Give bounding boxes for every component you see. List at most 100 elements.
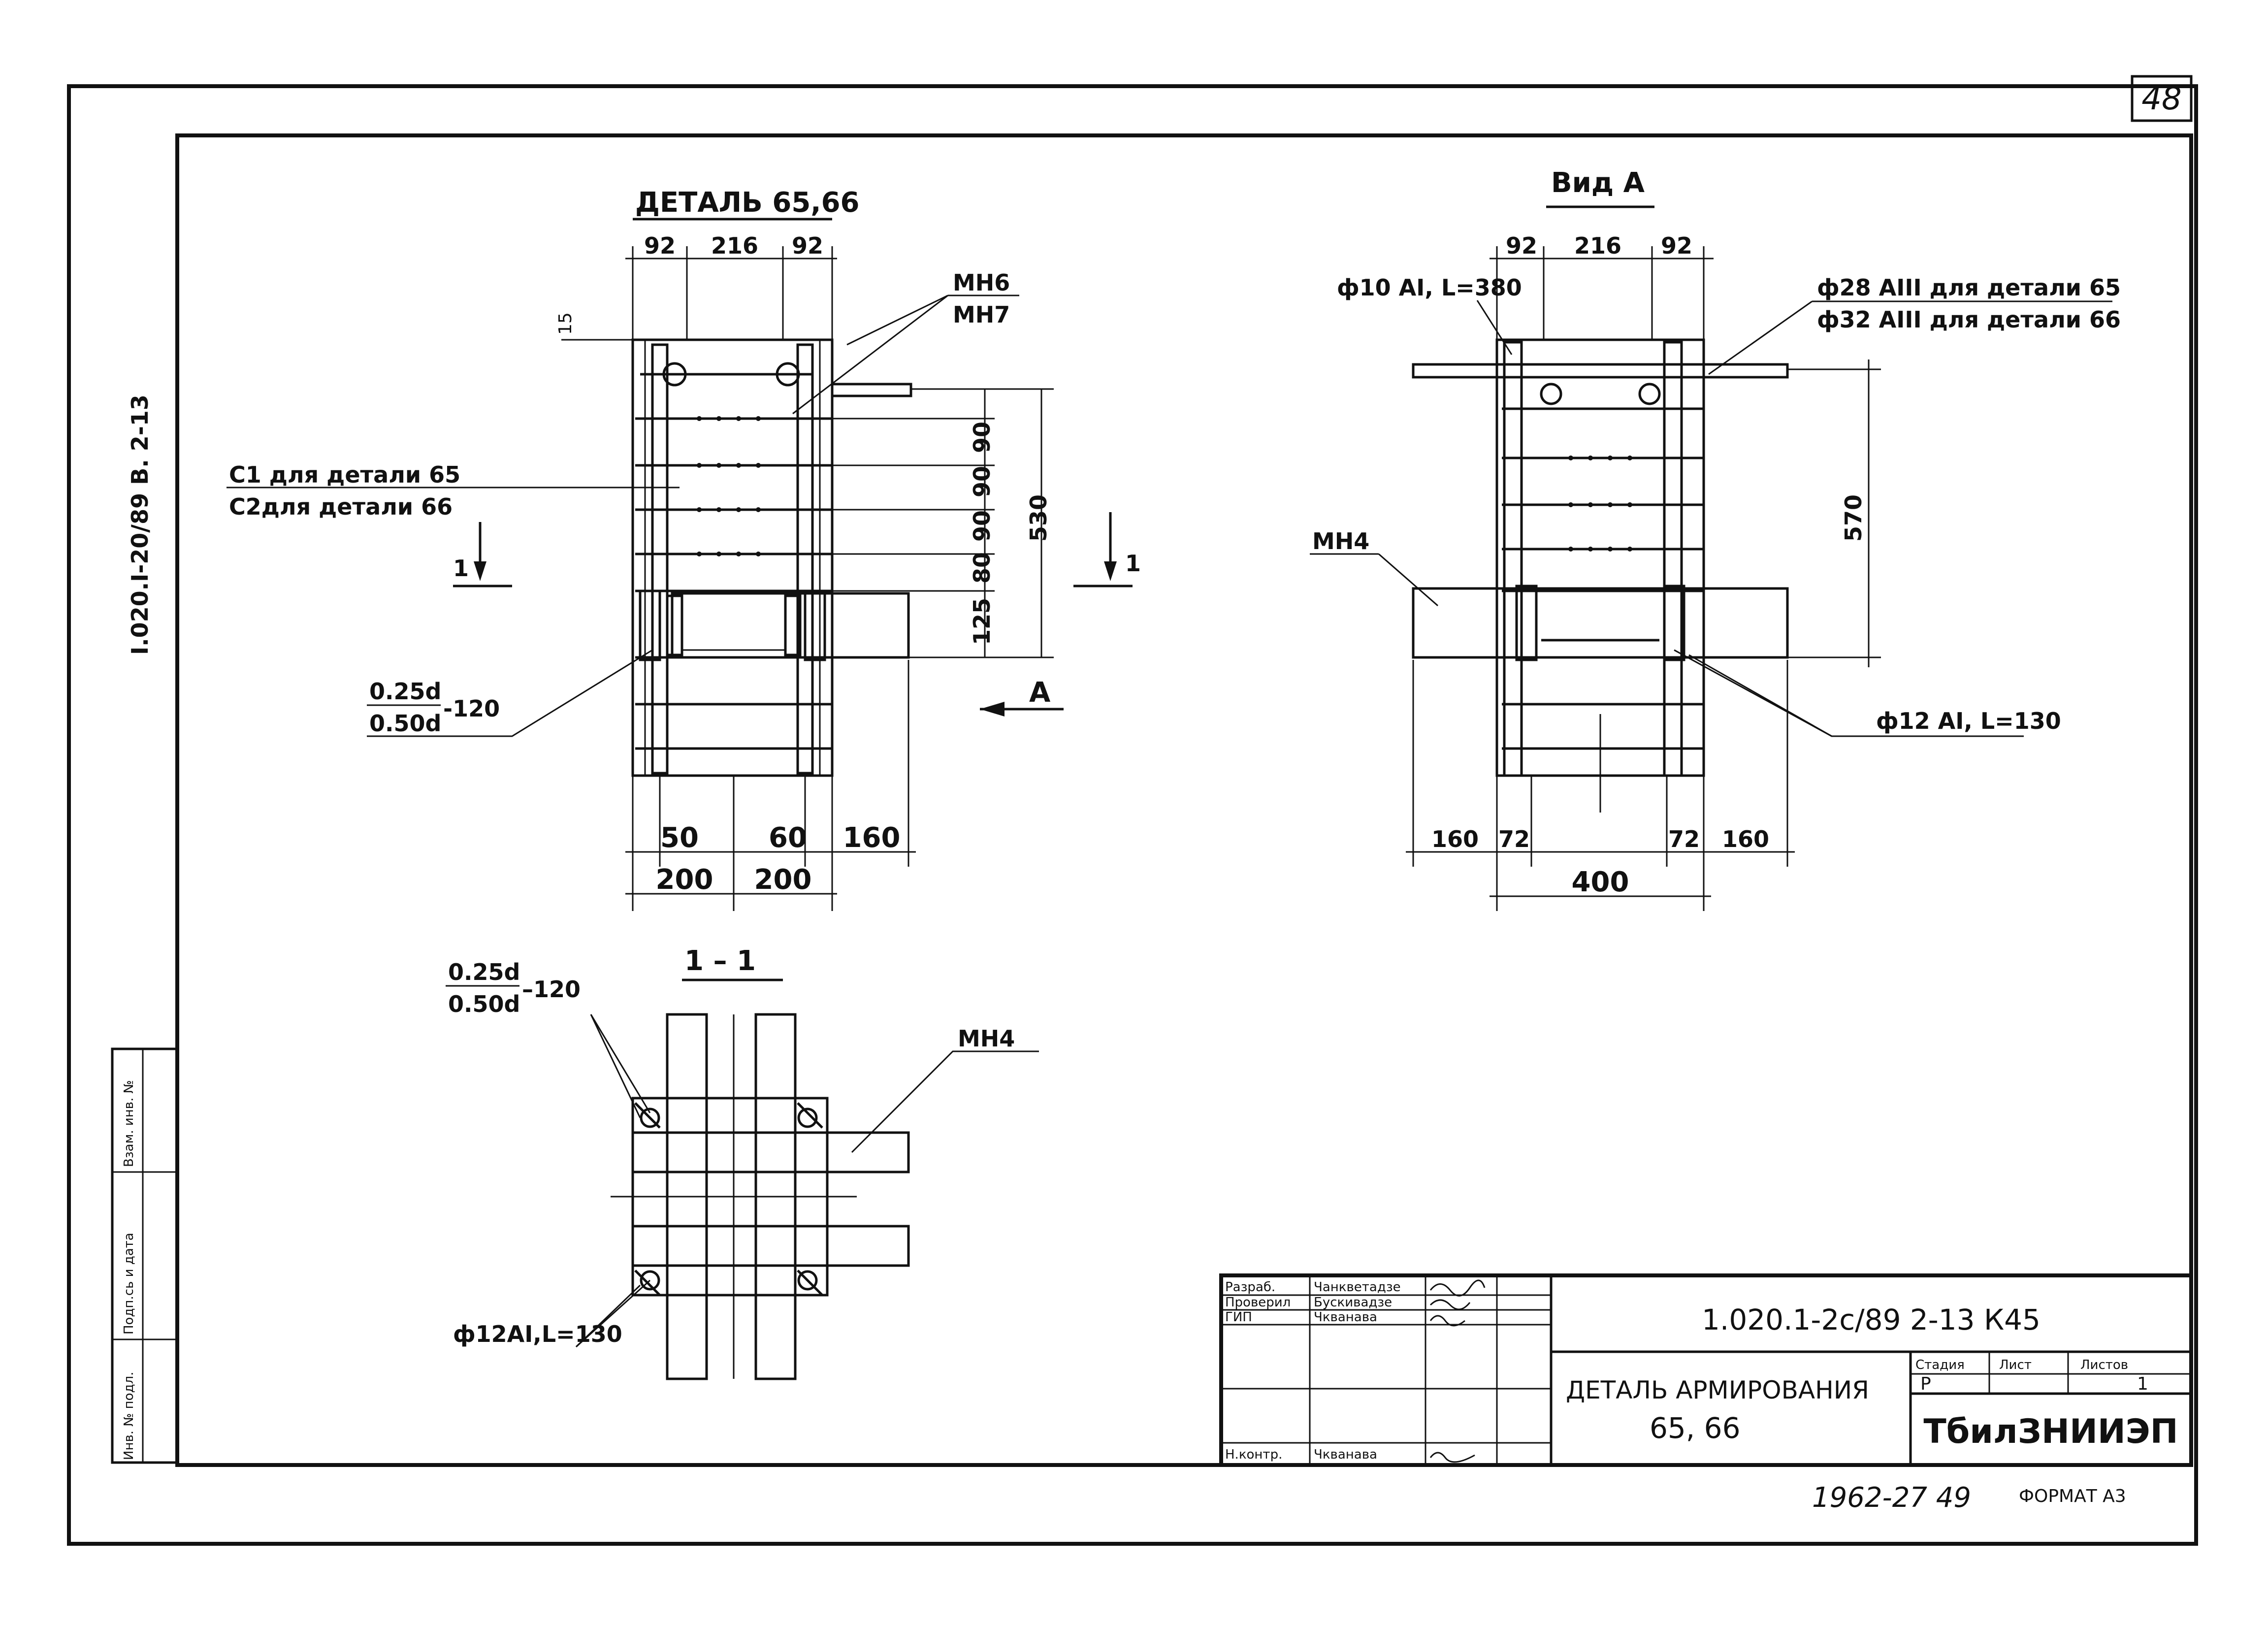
sheet-number: 48: [2141, 81, 2181, 117]
channel-left: [666, 594, 683, 656]
channel-right: [784, 594, 802, 656]
label-rod12-view-a: ф12 АI, L=130: [1876, 708, 2061, 734]
weld-label-num1: 0.25d: [369, 678, 441, 705]
dim-15: 15: [555, 312, 576, 335]
view-a-anchor-left: [1540, 383, 1562, 405]
dim-570: 570: [1840, 494, 1867, 542]
svg-text:1: 1: [453, 555, 469, 582]
section-title: 1 – 1: [684, 945, 756, 977]
section-weld-len: –120: [522, 976, 581, 1003]
name-gip: Чкванава: [1314, 1310, 1377, 1325]
signature-3: [1429, 1315, 1465, 1327]
label-mn6: МН6: [953, 269, 1010, 296]
left-strip-field-3: Взам. инв. №: [122, 1080, 136, 1167]
weld-label-len: -120: [443, 695, 500, 722]
outer-frame: [67, 84, 2198, 1546]
section-mark-right: 1: [1073, 512, 1141, 587]
dim-right-80: 80: [969, 552, 995, 584]
dim-right-530: 530: [1025, 494, 1052, 542]
name-developer: Чанкветадзе: [1314, 1280, 1401, 1295]
handwritten-number: 1962-27 49: [1812, 1482, 1971, 1514]
dim-bottom-200-left: 200: [656, 864, 713, 896]
beam-stub: [671, 592, 910, 659]
view-a-dim-160-right: 160: [1722, 826, 1769, 852]
view-a-rebar-right: [1663, 341, 1683, 777]
detail-main-title: ДЕТАЛЬ 65,66: [635, 187, 860, 219]
label-mn4-view-a: МН4: [1312, 528, 1369, 554]
inner-frame: [175, 133, 2193, 1467]
drawing-title-line2: 65, 66: [1650, 1411, 1740, 1445]
signature-1: [1429, 1279, 1486, 1297]
doc-code: 1.020.1-2с/89 2-13 К45: [1702, 1303, 2041, 1336]
label-mn4-section: МН4: [958, 1025, 1015, 1052]
dim-right-90-2: 90: [969, 466, 995, 497]
view-a-dim-400: 400: [1572, 866, 1629, 898]
detail-main-view: ДЕТАЛЬ 65,66 92 216 92 15: [227, 187, 1141, 911]
view-a-column: [1495, 338, 1705, 777]
left-strip: [111, 1047, 179, 1464]
sheet-number-box: [2131, 75, 2193, 122]
view-arrow-label: А: [1029, 677, 1051, 709]
view-arrow-a: А: [980, 677, 1064, 716]
view-a-dim-160-left: 160: [1431, 826, 1479, 852]
col-sheets: Листов: [2080, 1358, 2128, 1372]
sheets-total: 1: [2137, 1374, 2148, 1394]
left-strip-field-2: Подп.сь и дата: [122, 1233, 136, 1335]
dim-top-92-left: 92: [644, 232, 676, 259]
view-a-dim-72-left: 72: [1498, 826, 1530, 852]
signature-2: [1429, 1299, 1471, 1310]
label-rod28: ф28 АIII для детали 65: [1817, 274, 2121, 301]
view-a-mesh-dots: [1568, 456, 1632, 552]
rebar-vertical-right: [796, 343, 814, 775]
dim-right-90-3: 90: [969, 510, 995, 542]
label-c1: С1 для детали 65: [229, 461, 460, 488]
organization: ТбилЗНИИЭП: [1923, 1412, 2178, 1451]
label-rod10: ф10 АI, L=380: [1337, 274, 1522, 301]
label-c2: С2для детали 66: [229, 493, 453, 520]
view-a-anchor-right: [1638, 383, 1661, 405]
dim-top-216: 216: [711, 232, 758, 259]
drawing-title-line1: ДЕТАЛЬ АРМИРОВАНИЯ: [1566, 1376, 1869, 1404]
view-a-dim-92-left: 92: [1506, 232, 1537, 259]
name-checker: Бускивадзе: [1314, 1295, 1392, 1310]
dim-right-90-1: 90: [969, 422, 995, 453]
view-a-rebar-left: [1503, 341, 1523, 777]
column-outline: [631, 338, 834, 777]
weld-plate-right: [804, 589, 826, 661]
role-developer: Разраб.: [1225, 1280, 1275, 1295]
dim-top-92-right: 92: [792, 232, 823, 259]
section-1-1: 1 – 1 0.25d 0.50d –120 МН4 ф12АI,L=130: [446, 945, 1039, 1380]
title-block: Разраб. Проверил ГИП Н.контр. Чанкветадз…: [1219, 1273, 2193, 1467]
svg-text:1: 1: [1125, 550, 1141, 577]
name-norm-control: Чкванава: [1314, 1447, 1377, 1462]
view-a-beam: [1412, 587, 1789, 659]
view-a-dim-72-right: 72: [1668, 826, 1700, 852]
view-a: Вид А 92 216 92: [1310, 167, 2121, 911]
section-mark-left: 1: [453, 522, 512, 587]
left-strip-field-1: Инв. № подл.: [122, 1372, 136, 1460]
dim-bottom-200-right: 200: [754, 864, 812, 896]
dim-right-125: 125: [969, 598, 995, 645]
signature-4: [1429, 1452, 1475, 1463]
format-label: ФОРМАТ А3: [2019, 1486, 2126, 1506]
weld-label-num2: 0.50d: [369, 710, 441, 737]
dim-bottom-60: 60: [769, 822, 807, 854]
section-weld-num1: 0.25d: [448, 959, 520, 985]
view-a-bar-through: [1412, 363, 1789, 379]
mesh-dots: [697, 416, 761, 556]
label-rod12-section: ф12АI,L=130: [453, 1321, 622, 1347]
projecting-bar: [831, 383, 912, 397]
weld-plate-left: [639, 589, 661, 661]
view-a-title: Вид А: [1551, 167, 1645, 199]
rebar-vertical-left: [651, 343, 669, 775]
label-rod32: ф32 АIII для детали 66: [1817, 306, 2121, 333]
dim-bottom-50: 50: [660, 822, 699, 854]
view-a-dim-216: 216: [1574, 232, 1621, 259]
section-weld-num2: 0.50d: [448, 991, 520, 1017]
stage-value: Р: [1920, 1374, 1931, 1394]
label-mn7: МН7: [953, 301, 1010, 328]
dim-bottom-160: 160: [843, 822, 901, 854]
view-a-dim-92-right: 92: [1661, 232, 1692, 259]
col-stage: Стадия: [1915, 1358, 1965, 1372]
